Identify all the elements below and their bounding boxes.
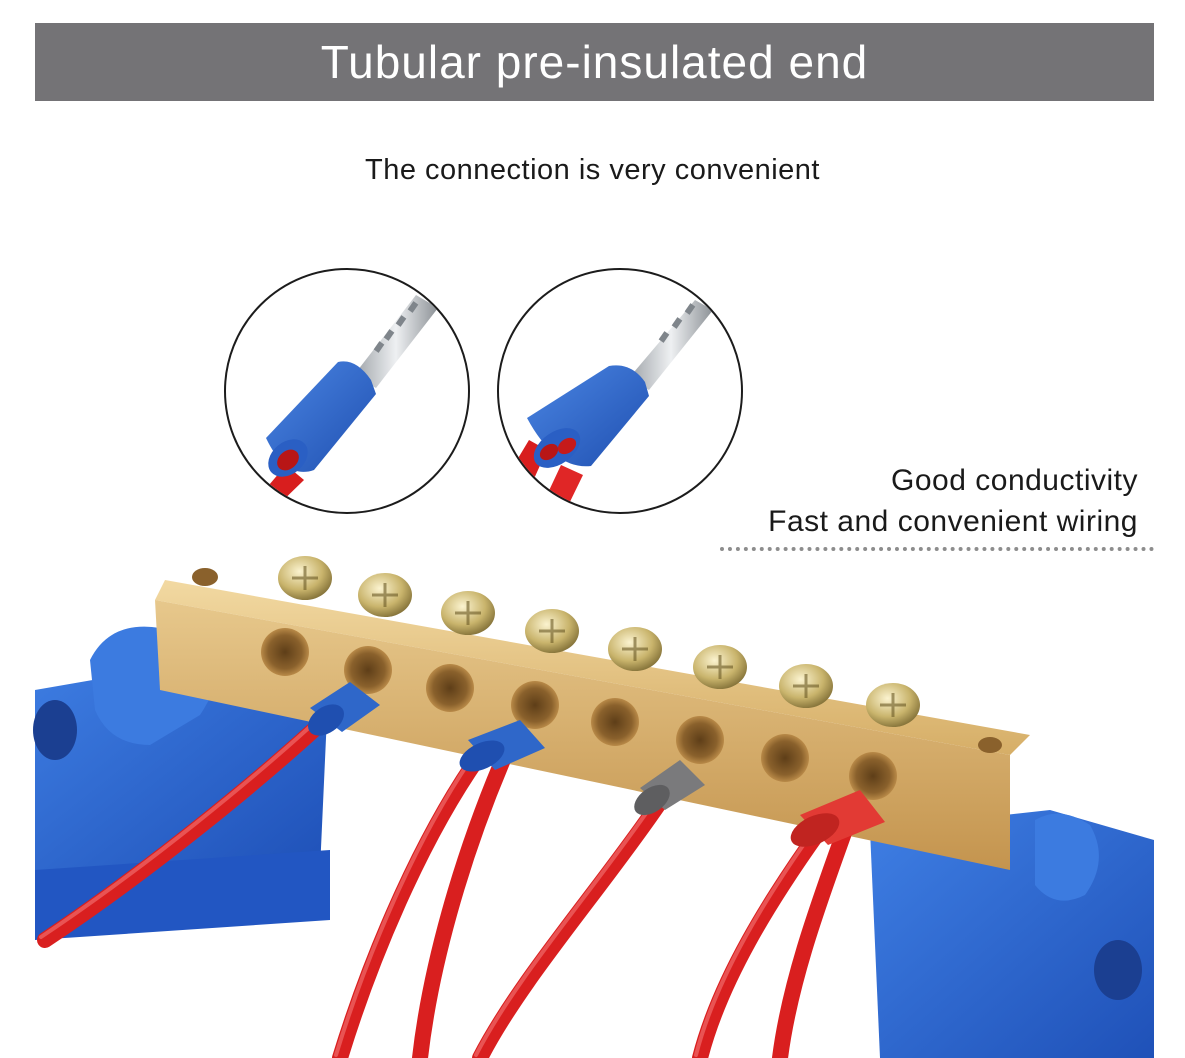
header-banner: Tubular pre-insulated end [35,23,1154,101]
dotted-divider [720,547,1154,551]
ferrule-twin-wire-closeup-icon [497,268,743,514]
ferrule-single-wire-closeup-icon [224,268,470,514]
header-title: Tubular pre-insulated end [320,36,869,88]
feature-item: Fast and convenient wiring [768,505,1138,538]
feature-item: Good conductivity [891,464,1138,497]
terminal-bar-photo [0,540,1185,1058]
subtitle: The connection is very convenient [365,154,820,186]
ferrule-sleeve-icon [307,682,885,847]
feature-list: Good conductivity Fast and convenient wi… [768,460,1138,542]
